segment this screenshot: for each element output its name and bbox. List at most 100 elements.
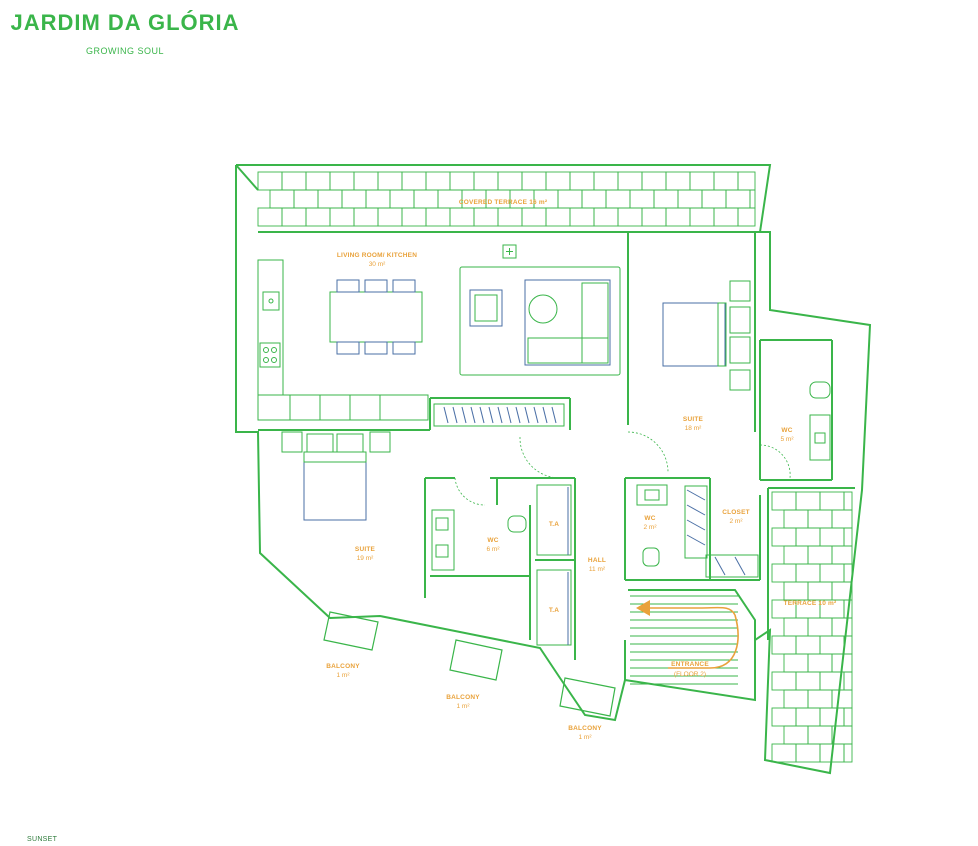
tile bbox=[771, 563, 797, 583]
tile bbox=[783, 509, 809, 529]
tile bbox=[807, 617, 833, 637]
tile bbox=[795, 671, 821, 691]
tile bbox=[783, 653, 809, 673]
wc-right-area: 5 m² bbox=[781, 436, 795, 443]
hanger-line bbox=[551, 406, 557, 424]
hall-area: 11 m² bbox=[589, 566, 606, 573]
tile bbox=[641, 171, 667, 191]
hanger-line bbox=[524, 406, 530, 424]
tile bbox=[473, 207, 499, 227]
kitchen-counter bbox=[257, 259, 429, 421]
tile bbox=[701, 189, 727, 209]
tile bbox=[689, 171, 715, 191]
entrance-arrow bbox=[636, 600, 739, 669]
outer-walls bbox=[235, 164, 872, 775]
tile bbox=[771, 743, 797, 763]
tile bbox=[629, 189, 655, 209]
tile bbox=[819, 635, 845, 655]
tile bbox=[365, 189, 391, 209]
tile bbox=[771, 527, 797, 547]
tile bbox=[305, 171, 331, 191]
hanger-line bbox=[452, 406, 458, 424]
brand-title: JARDIM DA GLÓRIA bbox=[10, 10, 240, 35]
tile bbox=[521, 171, 547, 191]
lounge-area bbox=[459, 244, 621, 376]
tile bbox=[831, 509, 853, 529]
tile bbox=[257, 207, 283, 227]
tile bbox=[353, 207, 379, 227]
living-room-area: 30 m² bbox=[369, 261, 386, 268]
tile bbox=[843, 527, 853, 547]
hanger-line bbox=[443, 406, 449, 424]
balcony-1-area: 1 m² bbox=[337, 672, 351, 679]
suite-left-area: 19 m² bbox=[357, 555, 374, 562]
suite-right-bed bbox=[662, 280, 751, 391]
tile bbox=[665, 171, 691, 191]
tile bbox=[401, 207, 427, 227]
closet-label: CLOSET bbox=[722, 509, 750, 516]
tile bbox=[783, 617, 809, 637]
balcony-3-label: BALCONY bbox=[568, 725, 602, 732]
wc-small-area: 2 m² bbox=[644, 524, 658, 531]
dining-table bbox=[329, 279, 423, 355]
tile bbox=[473, 171, 499, 191]
balcony-2-label: BALCONY bbox=[446, 694, 480, 701]
wc-left-fixtures bbox=[431, 509, 527, 571]
tile bbox=[545, 207, 571, 227]
tile bbox=[617, 207, 643, 227]
tile bbox=[521, 207, 547, 227]
small-wc-closet bbox=[636, 484, 759, 578]
tile bbox=[737, 207, 756, 227]
ta-bottom-label: T.A bbox=[549, 607, 559, 614]
entrance-note: (FLOOR 2) bbox=[674, 671, 706, 678]
tile bbox=[689, 207, 715, 227]
tile bbox=[771, 491, 797, 511]
tile bbox=[783, 545, 809, 565]
tile bbox=[605, 189, 631, 209]
ta-cabinets bbox=[536, 484, 572, 646]
tile bbox=[807, 725, 833, 745]
tile bbox=[329, 171, 355, 191]
tile bbox=[783, 581, 809, 601]
wc-right-fixtures bbox=[809, 381, 831, 461]
terrace-tiles bbox=[771, 491, 853, 763]
tile bbox=[341, 189, 367, 209]
hanger-line bbox=[461, 406, 467, 424]
tile bbox=[305, 207, 331, 227]
tile bbox=[843, 671, 853, 691]
hanger-line bbox=[506, 406, 512, 424]
hanger-line bbox=[533, 406, 539, 424]
tile bbox=[795, 743, 821, 763]
hanger-line bbox=[470, 406, 476, 424]
tile bbox=[281, 207, 307, 227]
interior-walls bbox=[258, 231, 855, 680]
tile bbox=[425, 171, 451, 191]
hanger-line bbox=[479, 406, 485, 424]
tile bbox=[831, 617, 853, 637]
tile bbox=[317, 189, 343, 209]
tile bbox=[807, 689, 833, 709]
tile bbox=[677, 189, 703, 209]
tile bbox=[807, 545, 833, 565]
tile bbox=[771, 635, 797, 655]
tile bbox=[569, 171, 595, 191]
tile bbox=[819, 707, 845, 727]
tile bbox=[807, 653, 833, 673]
tile bbox=[545, 171, 571, 191]
tile bbox=[795, 635, 821, 655]
balcony-1-label: BALCONY bbox=[326, 663, 360, 670]
closet-area: 2 m² bbox=[730, 518, 744, 525]
living-room-label: LIVING ROOM/ KITCHEN bbox=[337, 252, 417, 259]
suite-right-label: SUITE bbox=[683, 416, 704, 423]
ta-top-label: T.A bbox=[549, 521, 559, 528]
door-swings bbox=[454, 431, 791, 506]
tile bbox=[819, 527, 845, 547]
tile bbox=[497, 207, 523, 227]
tile bbox=[413, 189, 439, 209]
covered-terrace-label: COVERED TERRACE 16 m² bbox=[459, 199, 548, 206]
tile bbox=[653, 189, 679, 209]
entrance-label: ENTRANCE bbox=[671, 661, 709, 668]
tile bbox=[737, 171, 756, 191]
tile bbox=[425, 207, 451, 227]
